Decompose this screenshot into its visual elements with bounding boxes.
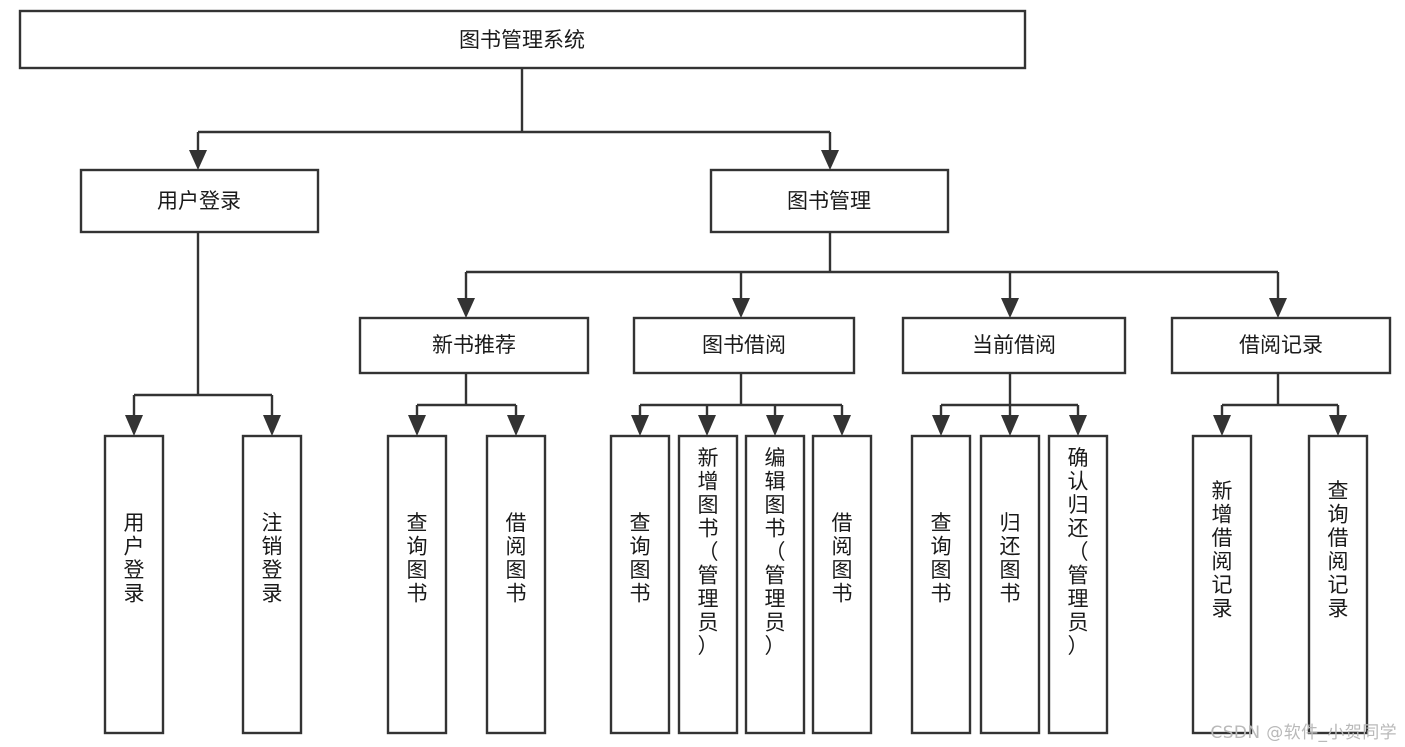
node-leaf-borrow-book-2-box[interactable] <box>811 434 873 735</box>
node-leaf-query-book-2-label: 查询图书 <box>630 511 651 606</box>
node-leaf-add-book-label: 新增图书（管理员） <box>698 446 719 658</box>
arrowhead-leaf-user-logout <box>263 415 281 436</box>
node-leaf-add-record[interactable]: 新增借阅记录 <box>1191 434 1253 735</box>
arrowhead-leaf-add-record <box>1213 415 1231 436</box>
node-leaf-query-book-3-label: 查询图书 <box>931 511 952 606</box>
node-leaf-confirm-return[interactable]: 确认归还（管理员） <box>1047 434 1109 735</box>
arrowhead-leaf-confirm-return <box>1069 415 1087 436</box>
connector-layer <box>125 68 1347 436</box>
node-user-login[interactable]: 用户登录 <box>79 168 320 234</box>
node-leaf-user-login-box[interactable] <box>103 434 165 735</box>
arrowhead-leaf-user-login <box>125 415 143 436</box>
node-new-book-rec-label: 新书推荐 <box>432 333 516 357</box>
node-leaf-user-logout-box[interactable] <box>241 434 303 735</box>
node-leaf-borrow-book-2-label: 借阅图书 <box>832 511 853 606</box>
csdn-watermark: CSDN @软件_小贺同学 <box>1210 723 1397 743</box>
node-current-borrow-box[interactable] <box>901 316 1127 375</box>
node-leaf-add-book-box[interactable] <box>677 434 739 735</box>
node-book-borrow-label: 图书借阅 <box>702 333 786 357</box>
node-leaf-add-record-box[interactable] <box>1191 434 1253 735</box>
node-leaf-return-book[interactable]: 归还图书 <box>979 434 1041 735</box>
node-leaf-query-book-3-box[interactable] <box>910 434 972 735</box>
node-leaf-query-record[interactable]: 查询借阅记录 <box>1307 434 1369 735</box>
node-root[interactable]: 图书管理系统 <box>18 9 1027 70</box>
node-leaf-borrow-book-1-label: 借阅图书 <box>506 511 527 606</box>
node-borrow-record-label: 借阅记录 <box>1239 333 1323 357</box>
node-leaf-borrow-book-1-box[interactable] <box>485 434 547 735</box>
node-leaf-borrow-book-2[interactable]: 借阅图书 <box>811 434 873 735</box>
arrowhead-book-borrow <box>732 298 750 318</box>
arrowhead-leaf-borrow-book-1 <box>507 415 525 436</box>
node-leaf-return-book-label: 归还图书 <box>1000 511 1021 606</box>
arrowhead-leaf-query-book-2 <box>631 415 649 436</box>
node-root-box[interactable] <box>18 9 1027 70</box>
arrowhead-leaf-edit-book <box>766 415 784 436</box>
arrowhead-borrow-record <box>1269 298 1287 318</box>
node-book-manage-label: 图书管理 <box>787 189 871 213</box>
node-user-login-label: 用户登录 <box>157 189 241 213</box>
node-leaf-edit-book[interactable]: 编辑图书（管理员） <box>744 434 806 735</box>
arrowhead-leaf-borrow-book-2 <box>833 415 851 436</box>
node-root-label: 图书管理系统 <box>459 28 585 52</box>
node-leaf-add-record-label: 新增借阅记录 <box>1212 479 1233 621</box>
node-leaf-user-login[interactable]: 用户登录 <box>103 434 165 735</box>
node-leaf-query-book-2[interactable]: 查询图书 <box>609 434 671 735</box>
node-user-login-box[interactable] <box>79 168 320 234</box>
arrowhead-book-manage <box>821 150 839 170</box>
node-leaf-query-book-1-box[interactable] <box>386 434 448 735</box>
node-book-borrow[interactable]: 图书借阅 <box>632 316 856 375</box>
node-leaf-confirm-return-label: 确认归还（管理员） <box>1068 446 1089 658</box>
node-book-borrow-box[interactable] <box>632 316 856 375</box>
node-borrow-record[interactable]: 借阅记录 <box>1170 316 1392 375</box>
node-leaf-query-book-1-label: 查询图书 <box>407 511 428 606</box>
node-leaf-query-book-1[interactable]: 查询图书 <box>386 434 448 735</box>
node-leaf-edit-book-label: 编辑图书（管理员） <box>765 446 786 658</box>
arrowhead-leaf-return-book <box>1001 415 1019 436</box>
node-new-book-rec[interactable]: 新书推荐 <box>358 316 590 375</box>
node-book-manage-box[interactable] <box>709 168 950 234</box>
node-leaf-user-login-label: 用户登录 <box>124 511 145 606</box>
node-leaf-edit-book-box[interactable] <box>744 434 806 735</box>
arrowhead-new-book-rec <box>457 298 475 318</box>
node-leaf-confirm-return-box[interactable] <box>1047 434 1109 735</box>
arrowhead-current-borrow <box>1001 298 1019 318</box>
node-leaf-user-logout-label: 注销登录 <box>262 511 283 606</box>
node-leaf-user-logout[interactable]: 注销登录 <box>241 434 303 735</box>
node-current-borrow-label: 当前借阅 <box>972 333 1056 357</box>
node-layer: 图书管理系统 用户登录 图书管理 新书推荐 图书借阅 当前 <box>18 9 1392 735</box>
node-book-manage[interactable]: 图书管理 <box>709 168 950 234</box>
node-borrow-record-box[interactable] <box>1170 316 1392 375</box>
node-leaf-borrow-book-1[interactable]: 借阅图书 <box>485 434 547 735</box>
node-new-book-rec-box[interactable] <box>358 316 590 375</box>
node-leaf-query-book-2-box[interactable] <box>609 434 671 735</box>
arrowhead-leaf-query-book-1 <box>408 415 426 436</box>
arrowhead-user-login <box>189 150 207 170</box>
arrowhead-leaf-query-record <box>1329 415 1347 436</box>
arrowhead-leaf-add-book <box>698 415 716 436</box>
node-leaf-return-book-box[interactable] <box>979 434 1041 735</box>
node-leaf-query-record-box[interactable] <box>1307 434 1369 735</box>
node-current-borrow[interactable]: 当前借阅 <box>901 316 1127 375</box>
arrowhead-leaf-query-book-3 <box>932 415 950 436</box>
node-leaf-query-book-3[interactable]: 查询图书 <box>910 434 972 735</box>
node-leaf-add-book[interactable]: 新增图书（管理员） <box>677 434 739 735</box>
node-leaf-query-record-label: 查询借阅记录 <box>1328 479 1349 621</box>
